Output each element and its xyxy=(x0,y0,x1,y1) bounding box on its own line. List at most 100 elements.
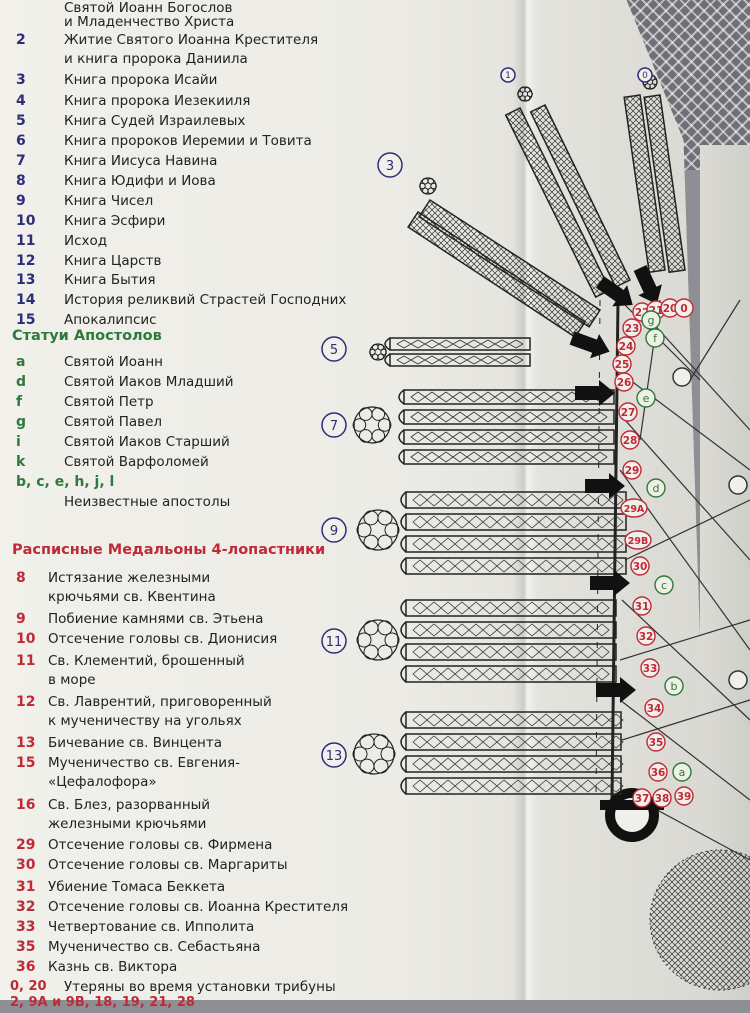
window-callout-circle xyxy=(321,742,347,768)
pillar-base xyxy=(600,800,664,810)
medallion-title: крючьями св. Квентина xyxy=(48,589,216,605)
direction-arrow xyxy=(569,331,610,359)
rosette xyxy=(353,406,391,444)
medallion-number: 36 xyxy=(16,959,36,975)
medallion-number: 0, 20 xyxy=(10,979,47,994)
pillar xyxy=(672,367,692,387)
window-lattice xyxy=(608,537,624,551)
window-lattice xyxy=(608,757,624,771)
medallion-circle xyxy=(622,460,642,480)
rosette-lobe xyxy=(380,746,396,762)
lancet-window xyxy=(389,353,531,367)
medallion-label: 35 xyxy=(649,737,664,749)
lancet-window xyxy=(405,755,622,773)
medallion-number: 12 xyxy=(16,694,36,710)
medallion-circle xyxy=(616,336,636,356)
window-number: 2 xyxy=(16,32,26,48)
rosette-lobe xyxy=(421,187,429,195)
window-callout-label: 1 xyxy=(505,71,511,81)
apostle-key: i xyxy=(16,434,21,450)
apostle-label: c xyxy=(661,579,667,592)
apostles-heading: Статуи Апостолов xyxy=(12,328,162,344)
medallion-number: 10 xyxy=(16,631,36,647)
window-title: Апокалипсис xyxy=(64,312,157,328)
rosette-lobe xyxy=(377,510,393,526)
medallion-number: 29 xyxy=(16,837,36,853)
medallion-circle xyxy=(674,298,694,318)
window-number: 12 xyxy=(16,253,36,269)
medallion-label: 39 xyxy=(677,791,692,803)
window-lattice xyxy=(594,623,610,637)
direction-arrow xyxy=(595,276,633,307)
window-lattice xyxy=(592,451,608,463)
lancet-tip xyxy=(400,557,407,575)
apostle-name: Святой Иаков Младший xyxy=(64,374,234,390)
apostle-name: Неизвестные апостолы xyxy=(64,494,231,510)
lancet-tip xyxy=(400,755,407,773)
window-callout-label: 3 xyxy=(386,159,394,174)
window-lattice xyxy=(592,431,608,443)
window-drawings xyxy=(352,74,686,795)
medallion-circle xyxy=(674,786,694,806)
window-lattice xyxy=(608,515,624,529)
rosette-lobe xyxy=(377,343,385,351)
rosette-lobe xyxy=(384,632,400,648)
window-title: Книга Царств xyxy=(64,253,162,269)
medallion-title: Отсечение головы св. Маргариты xyxy=(48,857,288,873)
window-number: 10 xyxy=(16,213,36,229)
medallion-title: Отсечение головы св. Иоанна Крестителя xyxy=(48,899,349,915)
medallion-title: Четвертование св. Ипполита xyxy=(48,919,255,935)
window-callout-circle xyxy=(321,336,347,362)
rosette-lobe xyxy=(369,348,376,356)
window-callout-circle xyxy=(321,517,347,543)
apostle-key: b, c, e, h, j, l xyxy=(16,474,115,490)
apostle-name: Святой Иаков Старший xyxy=(64,434,230,450)
window-lattice xyxy=(608,559,624,573)
apostle-label: f xyxy=(653,332,658,345)
medallion-circle xyxy=(646,732,666,752)
medallion-number: 2, 9А и 9В, 18, 19, 21, 28 xyxy=(10,995,195,1010)
window-title: и Младенчество Христа xyxy=(64,14,235,30)
apostle-circle xyxy=(664,676,684,696)
medallion-circle xyxy=(632,596,652,616)
window-number: 15 xyxy=(16,312,36,328)
window-title: Книга Эсфири xyxy=(64,213,166,229)
rosette xyxy=(353,733,395,775)
lancet-tip xyxy=(384,353,391,367)
direction-arrow xyxy=(633,265,662,305)
window-lattice xyxy=(608,735,624,749)
vault-rib xyxy=(619,619,750,661)
lancet-window xyxy=(405,777,622,795)
lancet-tip xyxy=(398,409,405,425)
rosette-lobe xyxy=(380,348,387,356)
medallion-number: 32 xyxy=(16,899,36,915)
medallion-title: Мученичество св. Евгения- xyxy=(48,755,241,771)
rosette-lobe xyxy=(371,353,379,361)
window-callout-label: 11 xyxy=(326,635,343,650)
window-title: Книга пророка Иезекииля xyxy=(64,93,251,109)
medallion-title: Убиение Томаса Беккета xyxy=(48,879,226,895)
lancet-tip xyxy=(400,513,407,531)
rosette-lobe xyxy=(377,418,392,432)
rosette-lobe xyxy=(651,79,658,85)
window-number: 5 xyxy=(16,113,26,129)
medallion-title: Побиение камнями св. Этьена xyxy=(48,611,264,627)
medallion-label: 29 xyxy=(625,465,640,477)
rosette-lobe xyxy=(371,407,386,421)
apostle-label: e xyxy=(643,392,650,405)
rosette-lobe xyxy=(419,182,426,190)
window-callout-label: 5 xyxy=(330,343,338,358)
window-title: Книга Чисел xyxy=(64,193,154,209)
window-callout-label: 13 xyxy=(326,749,343,764)
apostle-circle xyxy=(672,762,692,782)
medallion-label: 24 xyxy=(619,341,634,353)
window-lattice xyxy=(592,411,608,423)
medallion-circle xyxy=(636,626,656,646)
lancet-tip xyxy=(400,621,407,639)
medallion-label: 26 xyxy=(617,377,632,389)
rosette-lobe xyxy=(377,620,393,636)
medallion-circle xyxy=(620,498,648,518)
medallion-number: 9 xyxy=(16,611,26,627)
rosette-lobe xyxy=(356,632,372,648)
medallion-label: 20 xyxy=(663,303,678,315)
